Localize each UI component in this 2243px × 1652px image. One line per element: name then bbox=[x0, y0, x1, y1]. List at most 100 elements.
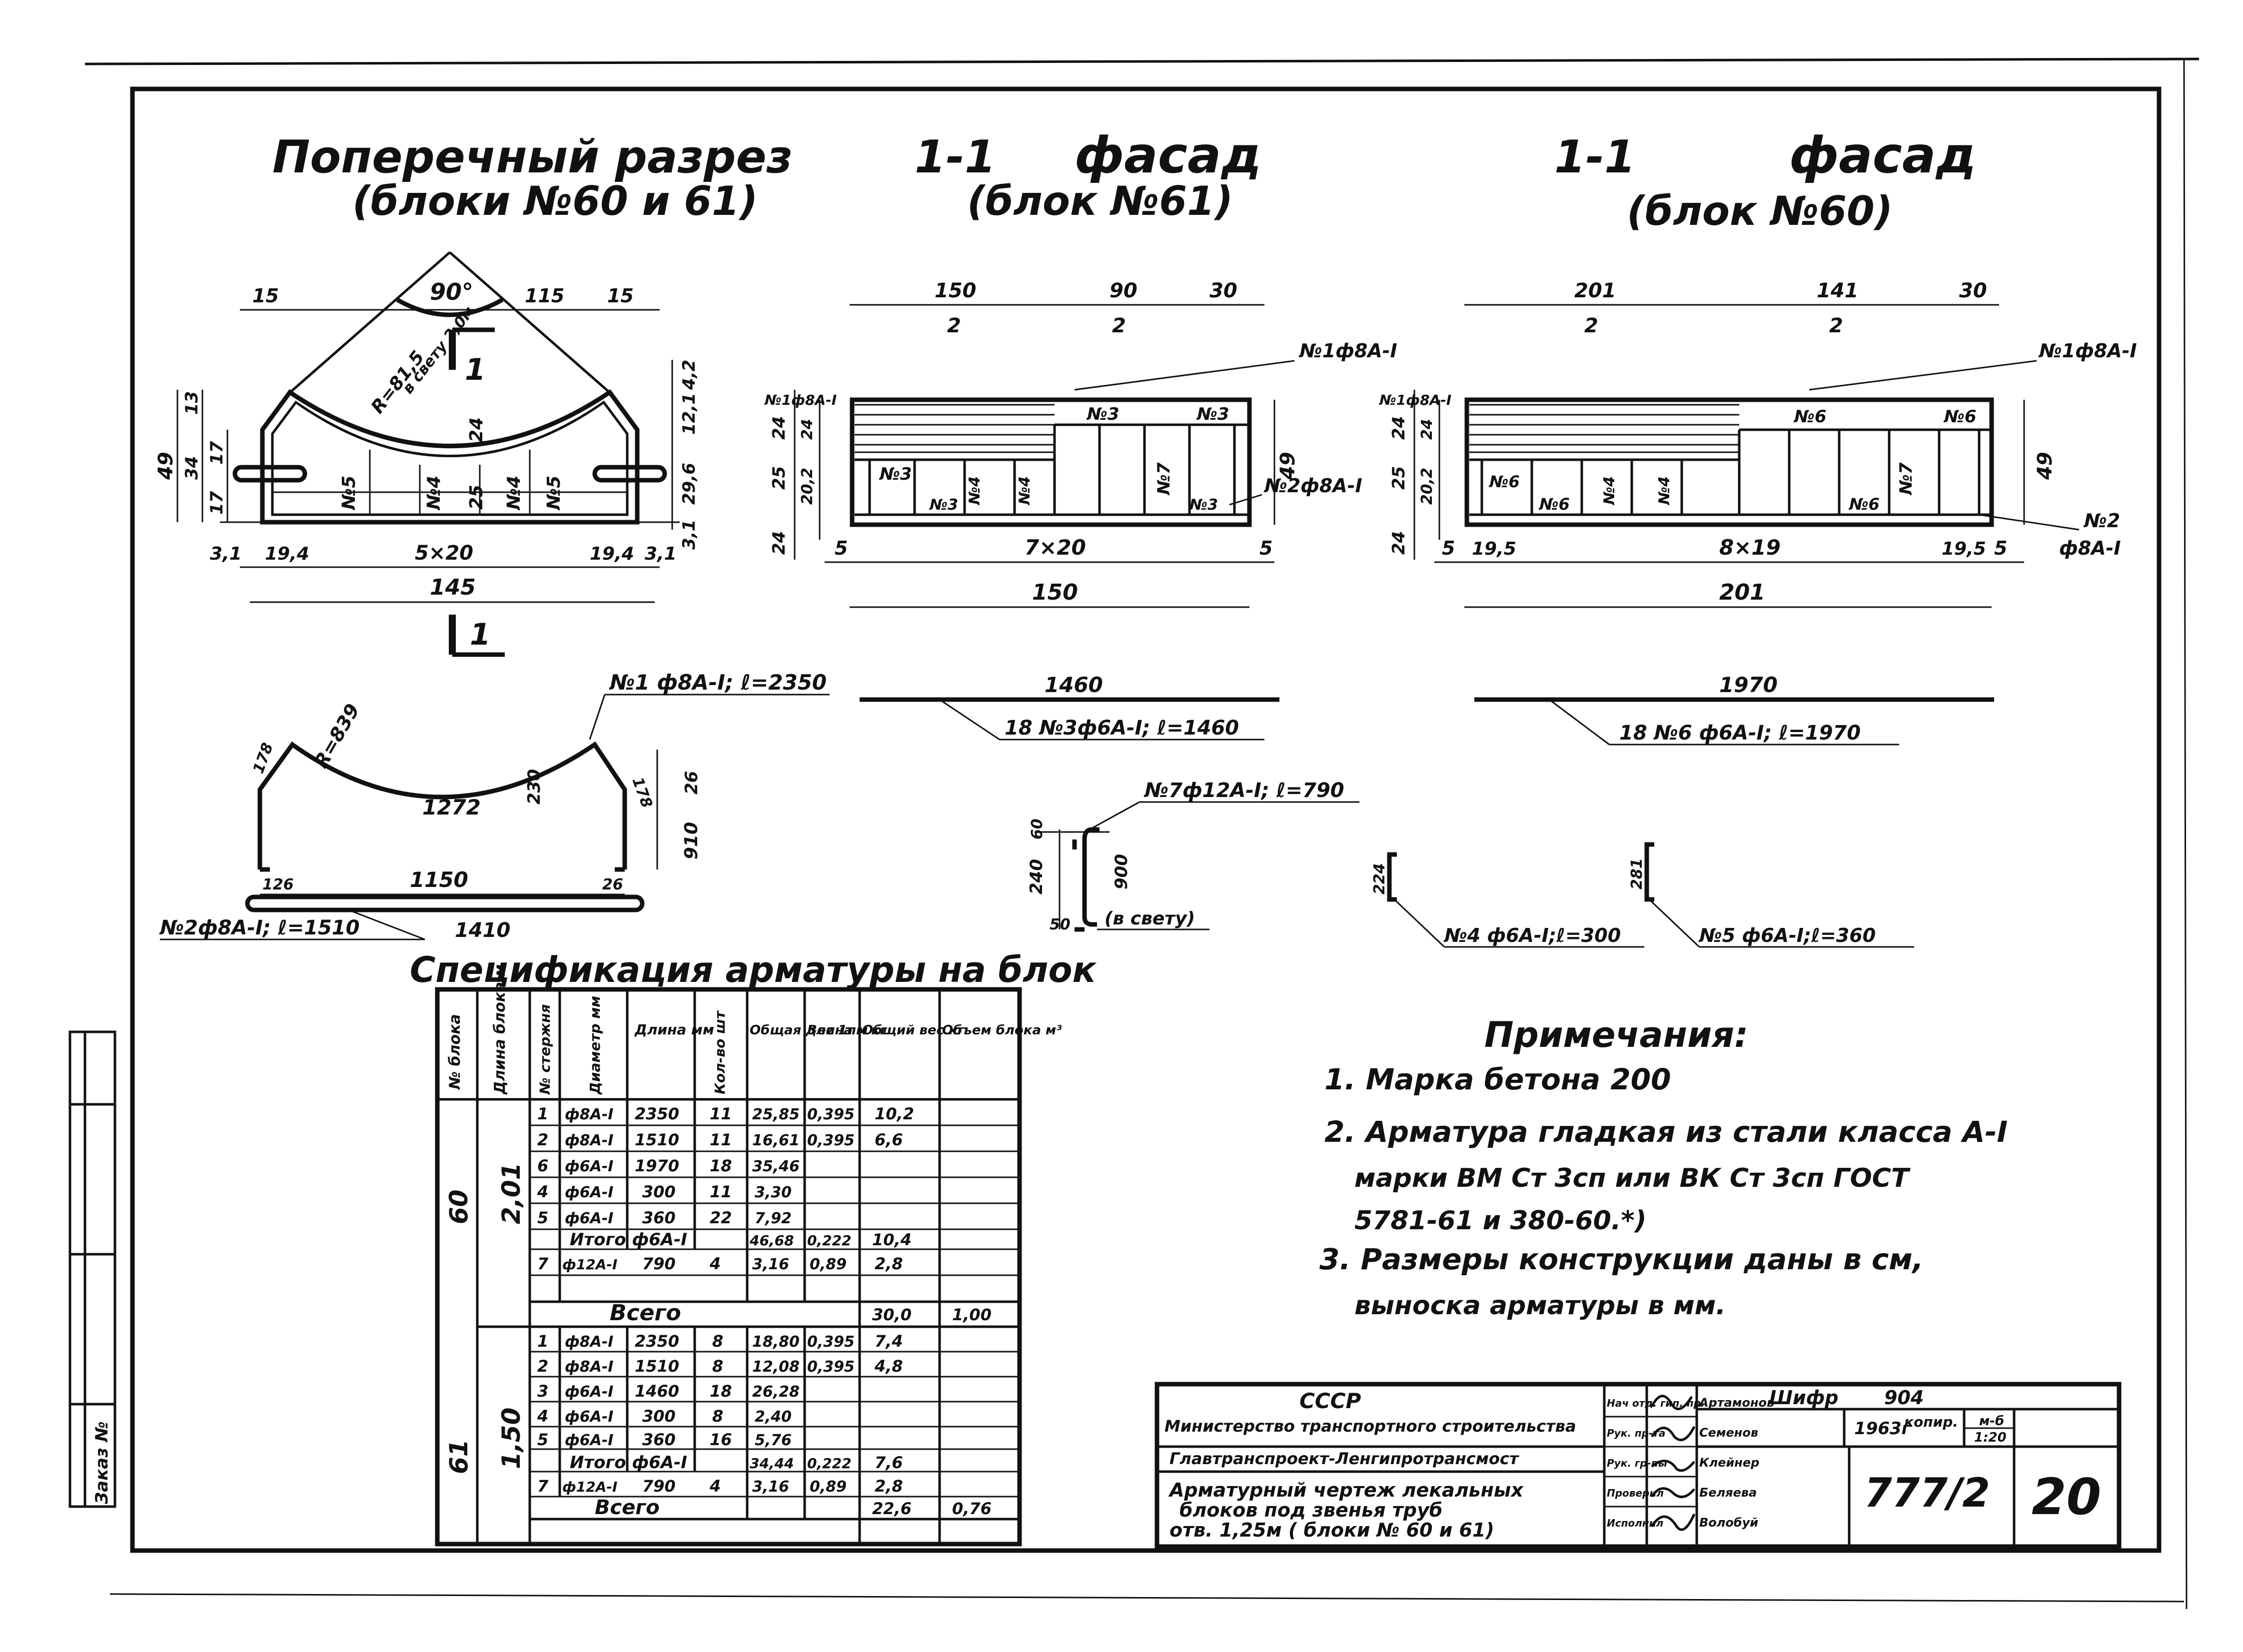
svg-text:ф8А-I: ф8А-I bbox=[565, 1333, 613, 1351]
svg-text:4,2: 4,2 bbox=[679, 360, 699, 390]
svg-text:4,8: 4,8 bbox=[874, 1357, 903, 1376]
svg-text:1-1: 1-1 bbox=[915, 131, 996, 183]
svg-text:СССР: СССР bbox=[1299, 1389, 1361, 1413]
svg-text:17: 17 bbox=[207, 441, 227, 465]
svg-text:1970: 1970 bbox=[635, 1156, 679, 1175]
section-marker-top-label: 1 bbox=[465, 352, 486, 387]
svg-text:№4: №4 bbox=[504, 476, 524, 511]
spec-header-total-len: Общая длина м bbox=[750, 1023, 868, 1038]
spec-header-length: Длина блока м bbox=[491, 964, 509, 1095]
spec-header-qty: Кол-во шт bbox=[712, 1010, 728, 1094]
svg-text:№7: №7 bbox=[1154, 462, 1174, 496]
svg-text:0,395: 0,395 bbox=[807, 1358, 855, 1376]
angle-arc bbox=[396, 298, 504, 317]
svg-text:19,5: 19,5 bbox=[1472, 539, 1516, 559]
svg-text:46,68: 46,68 bbox=[749, 1232, 794, 1249]
svg-text:22,6: 22,6 bbox=[872, 1499, 912, 1518]
note-2: 2. Арматура гладкая из стали класса А-I bbox=[1324, 1115, 2008, 1149]
side-stamp-text: Заказ № bbox=[92, 1421, 112, 1505]
svg-text:№4: №4 bbox=[1656, 476, 1673, 506]
svg-text:Волобуй: Волобуй bbox=[1699, 1516, 1758, 1530]
bar6-label: 18 №6 ф6А-I; ℓ=1970 bbox=[1619, 722, 1861, 745]
cross-section: Поперечный разрез (блоки №60 и 61) 90° R… bbox=[154, 131, 793, 657]
svg-text:ф8А-I: ф8А-I bbox=[565, 1106, 613, 1123]
svg-text:ф6А-I: ф6А-I bbox=[565, 1408, 613, 1426]
svg-text:3,30: 3,30 bbox=[755, 1184, 792, 1201]
spec-header-block: № блока bbox=[446, 1014, 464, 1090]
svg-text:240: 240 bbox=[1027, 859, 1047, 894]
bar-1-2-detail: №1 ф8А-I; ℓ=2350 R=839 178 1272 230 178 … bbox=[159, 670, 830, 942]
bar1-radius: R=839 bbox=[310, 700, 364, 772]
svg-text:выноска арматуры в мм.: выноска арматуры в мм. bbox=[1354, 1291, 1726, 1321]
svg-text:1970: 1970 bbox=[1719, 673, 1778, 697]
svg-text:отв. 1,25м ( блоки № 60 и 61): отв. 1,25м ( блоки № 60 и 61) bbox=[1169, 1519, 1494, 1541]
svg-text:20,2: 20,2 bbox=[1418, 468, 1436, 505]
svg-text:178: 178 bbox=[628, 775, 655, 811]
svg-text:ф6А-I: ф6А-I bbox=[565, 1210, 613, 1227]
svg-text:2,01: 2,01 bbox=[497, 1163, 526, 1224]
svg-text:61: 61 bbox=[444, 1439, 473, 1474]
svg-text:м-б: м-б bbox=[1979, 1414, 2004, 1429]
svg-text:16: 16 bbox=[710, 1430, 732, 1449]
svg-text:5: 5 bbox=[1442, 537, 1455, 559]
svg-text:№6: №6 bbox=[1488, 472, 1520, 491]
svg-text:2: 2 bbox=[1829, 314, 1843, 337]
spec-header-diameter: Диаметр мм bbox=[587, 996, 603, 1095]
spec-row-61-3: 3 ф6А-I 1460 18 26,28 bbox=[537, 1382, 800, 1401]
spec-title: Спецификация арматуры на блок bbox=[410, 949, 1097, 990]
svg-text:790: 790 bbox=[642, 1254, 676, 1273]
svg-text:№1ф8А-I: №1ф8А-I bbox=[764, 392, 837, 408]
svg-text:10,2: 10,2 bbox=[875, 1104, 914, 1123]
svg-text:марки ВМ Ст 3сп или ВК Ст 3сп: марки ВМ Ст 3сп или ВК Ст 3сп ГОСТ bbox=[1354, 1163, 1911, 1193]
svg-text:4: 4 bbox=[709, 1477, 721, 1496]
facade61-outline bbox=[850, 397, 1252, 527]
svg-text:2: 2 bbox=[1112, 314, 1126, 337]
facade61-title: фасад bbox=[1075, 126, 1261, 184]
svg-text:15: 15 bbox=[607, 285, 634, 307]
facade-block-61: 1-1 фасад (блок №61) 150 90 30 2 2 bbox=[764, 126, 1397, 741]
svg-text:1-1: 1-1 bbox=[1554, 131, 1636, 183]
svg-text:126: 126 bbox=[262, 876, 294, 893]
svg-text:25,85: 25,85 bbox=[752, 1106, 800, 1123]
facade61-callout-n2: №2ф8А-I bbox=[1263, 475, 1362, 497]
svg-text:60: 60 bbox=[444, 1189, 473, 1224]
svg-text:1410: 1410 bbox=[455, 919, 510, 942]
svg-text:18: 18 bbox=[710, 1382, 732, 1401]
svg-text:25: 25 bbox=[769, 466, 789, 490]
svg-text:1: 1 bbox=[537, 1104, 548, 1123]
svg-text:1,00: 1,00 bbox=[952, 1305, 992, 1324]
svg-text:360: 360 bbox=[642, 1430, 676, 1449]
section-marker-bottom-label: 1 bbox=[470, 617, 491, 652]
svg-text:1460: 1460 bbox=[635, 1382, 679, 1401]
wedge-right-line bbox=[449, 251, 613, 396]
svg-text:30: 30 bbox=[1959, 279, 1987, 302]
svg-text:0,76: 0,76 bbox=[952, 1499, 992, 1518]
titleblock-sheet-number: 20 bbox=[2032, 1468, 2101, 1526]
svg-text:20,2: 20,2 bbox=[799, 468, 816, 505]
svg-text:6: 6 bbox=[537, 1156, 548, 1175]
facade61-total-length: 150 bbox=[1032, 580, 1078, 605]
svg-text:2: 2 bbox=[947, 314, 961, 337]
svg-text:№3: №3 bbox=[929, 496, 958, 514]
signature-3 bbox=[1651, 1460, 1695, 1472]
top-edge-line bbox=[84, 57, 2200, 65]
svg-text:1: 1 bbox=[537, 1332, 548, 1351]
spec-table-frame bbox=[435, 987, 1022, 1547]
facade60-title: фасад bbox=[1789, 126, 1976, 184]
svg-text:281: 281 bbox=[1628, 858, 1646, 889]
svg-text:90: 90 bbox=[1110, 279, 1137, 302]
svg-text:2,8: 2,8 bbox=[875, 1477, 903, 1496]
spec-row-60-7: 7 ф12А-I 790 4 3,16 0,89 2,8 bbox=[537, 1254, 903, 1273]
right-trim-line bbox=[2183, 59, 2188, 1610]
svg-text:2350: 2350 bbox=[635, 1332, 679, 1351]
svg-text:19,4: 19,4 bbox=[590, 544, 634, 564]
svg-text:50: 50 bbox=[1050, 916, 1071, 933]
svg-text:№6: №6 bbox=[1848, 495, 1880, 514]
svg-text:2: 2 bbox=[537, 1357, 548, 1376]
svg-text:3: 3 bbox=[537, 1382, 548, 1401]
svg-text:3,16: 3,16 bbox=[752, 1478, 789, 1496]
svg-text:№4: №4 bbox=[1601, 476, 1618, 506]
svg-text:3,1: 3,1 bbox=[645, 544, 677, 564]
svg-text:ф12А-I: ф12А-I bbox=[562, 1256, 617, 1273]
signature-2 bbox=[1650, 1426, 1696, 1442]
